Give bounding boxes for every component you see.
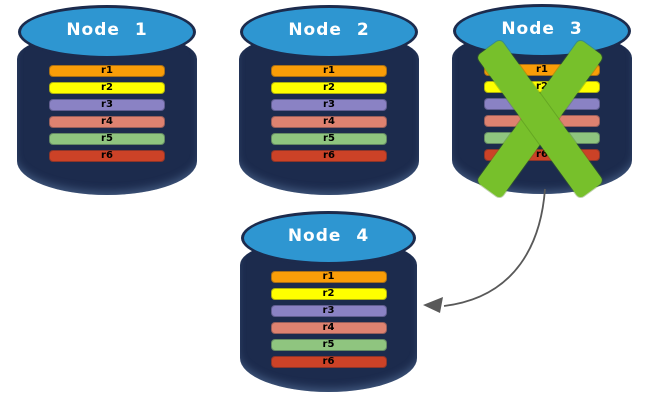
- node-1-row-r3: r3: [49, 99, 165, 111]
- node-1-row-r5: r5: [49, 133, 165, 145]
- arrow-curve: [443, 188, 546, 307]
- node-4: Node 4 r1 r2 r3 r4 r5 r6: [240, 211, 417, 392]
- node-1: Node 1 r1 r2 r3 r4 r5 r6: [17, 5, 197, 195]
- failure-x-icon: [476, 38, 604, 200]
- node-1-label: Node 1: [66, 20, 148, 40]
- node-2-row-r4: r4: [271, 116, 387, 128]
- node-4-cylinder-top: [241, 211, 416, 265]
- node-2: Node 2 r1 r2 r3 r4 r5 r6: [239, 5, 419, 195]
- arrow-head-icon: [423, 297, 443, 313]
- node-2-label: Node 2: [288, 20, 370, 40]
- node-1-row-r4: r4: [49, 116, 165, 128]
- node-2-row-r3: r3: [271, 99, 387, 111]
- node-2-row-r6: r6: [271, 150, 387, 162]
- node-1-cylinder-top: [18, 5, 196, 59]
- node-4-row-r3: r3: [270, 305, 387, 317]
- node-2-rows: r1 r2 r3 r4 r5 r6: [271, 65, 387, 167]
- node-1-rows: r1 r2 r3 r4 r5 r6: [49, 65, 165, 167]
- node-3-cylinder-top: [453, 4, 631, 58]
- node-4-row-r6: r6: [270, 356, 387, 368]
- node-1-row-r1: r1: [49, 65, 165, 77]
- node-3-label: Node 3: [501, 19, 583, 39]
- node-2-row-r1: r1: [271, 65, 387, 77]
- node-2-row-r5: r5: [271, 133, 387, 145]
- node-4-label: Node 4: [287, 226, 370, 246]
- node-2-row-r2: r2: [271, 82, 387, 94]
- node-4-rows: r1 r2 r3 r4 r5 r6: [270, 271, 387, 373]
- node-4-row-r4: r4: [270, 322, 387, 334]
- node-1-row-r6: r6: [49, 150, 165, 162]
- node-4-row-r1: r1: [270, 271, 387, 283]
- node-4-row-r5: r5: [270, 339, 387, 351]
- node-2-cylinder-top: [240, 5, 418, 59]
- node-4-row-r2: r2: [270, 288, 387, 300]
- node-1-row-r2: r2: [49, 82, 165, 94]
